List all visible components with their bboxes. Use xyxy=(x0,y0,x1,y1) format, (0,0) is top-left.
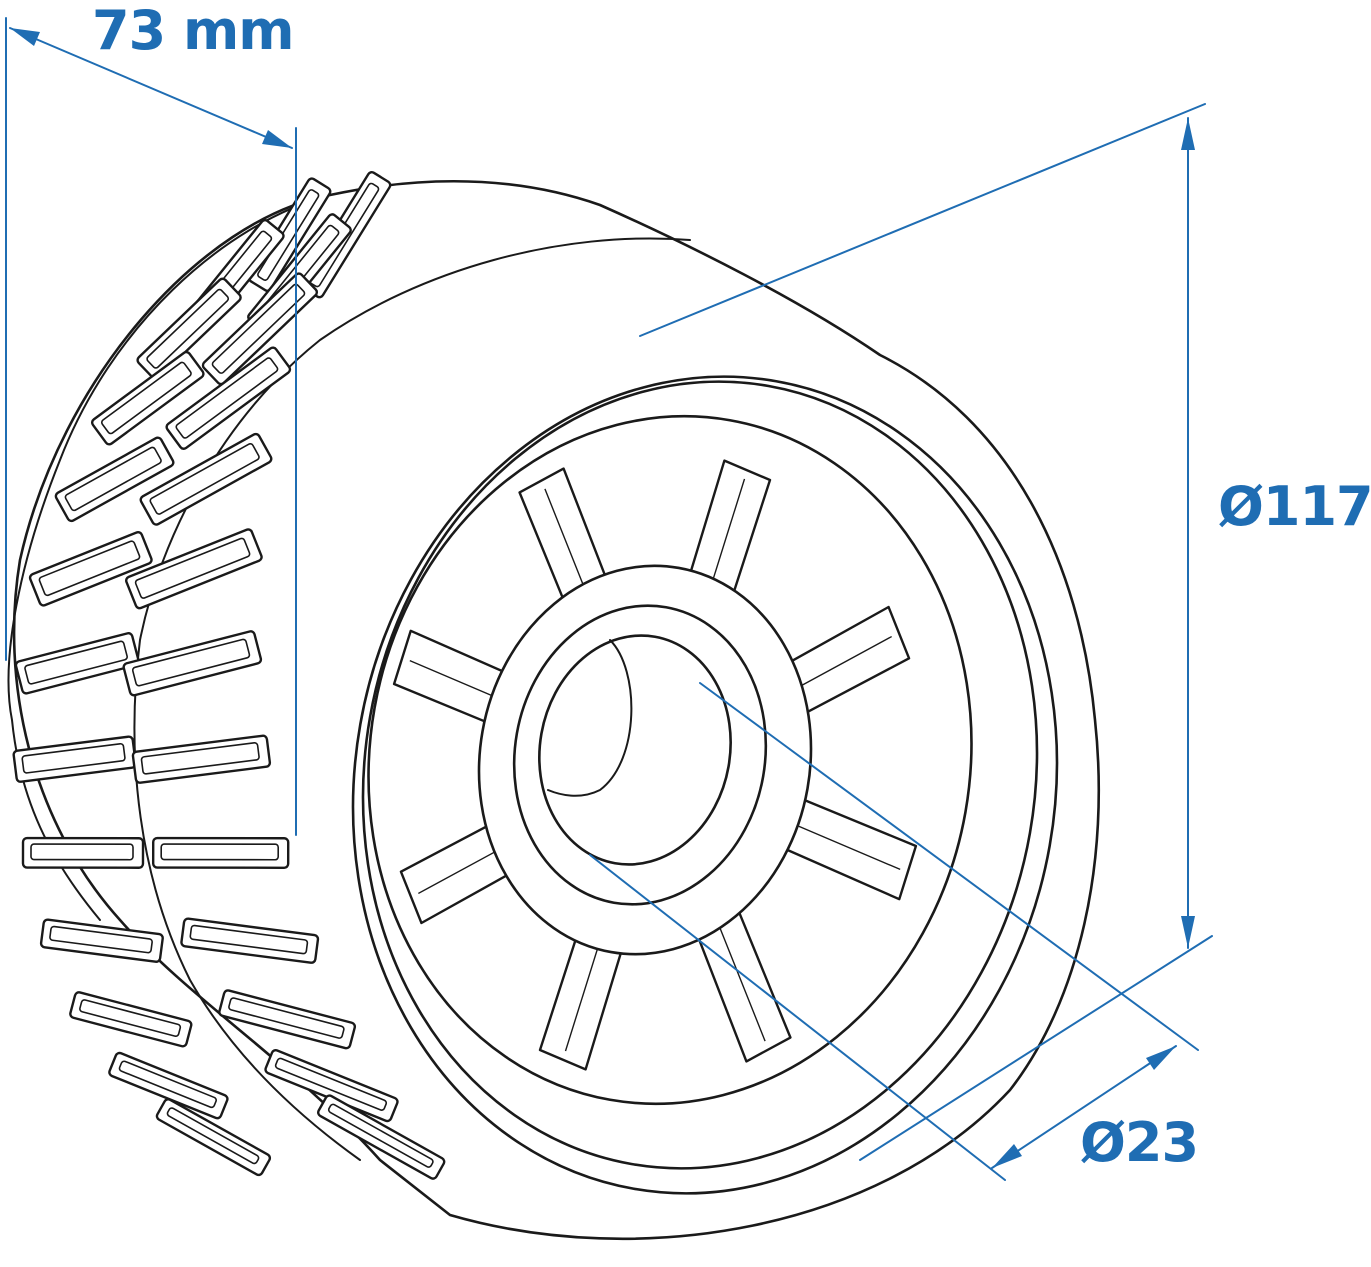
bore-depth xyxy=(547,639,633,797)
tread-block xyxy=(247,177,332,292)
tread-block xyxy=(136,277,242,381)
tread-block xyxy=(139,432,273,526)
back-rim-edge xyxy=(7,194,331,921)
width-arrow-left xyxy=(10,28,40,46)
tread-block xyxy=(125,528,263,610)
tread-block xyxy=(201,272,319,386)
tread-block xyxy=(28,531,153,607)
dimension-lines xyxy=(5,17,1213,1181)
tread-block xyxy=(69,991,193,1048)
tread-block xyxy=(54,436,175,523)
tread-block xyxy=(131,734,272,784)
tread-block xyxy=(155,1098,272,1177)
tread-block xyxy=(90,350,205,446)
tread-block xyxy=(14,632,140,695)
front-face xyxy=(351,375,1059,1195)
tread-block xyxy=(108,1051,229,1120)
tread-block xyxy=(39,918,164,963)
outer-extension-top xyxy=(639,103,1206,337)
outer-arrow-top xyxy=(1181,118,1195,150)
front-rim-recess xyxy=(367,414,973,1106)
tread-block xyxy=(317,1094,446,1180)
bore-hole xyxy=(538,634,732,866)
tread-block xyxy=(180,917,320,964)
outer-arrow-bottom xyxy=(1181,916,1195,948)
bore-extension-bottom xyxy=(589,854,1006,1181)
tread-block xyxy=(122,630,263,697)
bore-extension-top xyxy=(699,682,1199,1051)
outer-extension-bottom xyxy=(859,935,1213,1161)
width-arrow-right xyxy=(262,130,292,148)
tread-block xyxy=(151,836,290,869)
bore-diameter-label: Ø23 xyxy=(1080,1111,1199,1174)
bore-arrow-right xyxy=(1146,1046,1176,1070)
width-dimension-label: 73 mm xyxy=(92,0,294,62)
tread-blocks xyxy=(12,171,446,1180)
bore-arrow-left xyxy=(992,1144,1022,1168)
front-rim-inner xyxy=(361,380,1039,1170)
width-dimension-line xyxy=(9,27,293,149)
tread-block xyxy=(165,346,292,450)
outer-diameter-label: Ø117 xyxy=(1218,475,1371,538)
tread-block xyxy=(218,989,357,1050)
bore-dimension-line xyxy=(991,1045,1177,1169)
tread-block xyxy=(21,836,145,869)
tread-center-ridge xyxy=(133,237,691,1161)
